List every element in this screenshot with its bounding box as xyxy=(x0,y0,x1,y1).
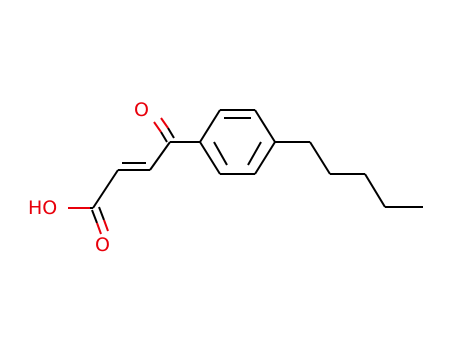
bond-c4-o-b-red xyxy=(160,117,169,129)
bond-c4-o-a xyxy=(160,131,168,143)
ring-bond-6 xyxy=(199,141,221,175)
ring-bond-3 xyxy=(254,109,276,143)
ring-inner-bond-3 xyxy=(213,141,228,166)
bond-c1-o-double-a xyxy=(91,209,98,224)
ring-inner-bond-2 xyxy=(247,141,262,166)
bond-c4-o-a-red xyxy=(153,121,162,133)
bond-c1-o-double-b-red xyxy=(103,219,109,232)
bond-c1-c2 xyxy=(92,169,119,209)
hydroxyl-label: HO xyxy=(28,197,57,219)
acid-carbonyl-oxygen-label: O xyxy=(95,234,110,256)
bond-c4-o-b xyxy=(167,127,175,139)
bond-c3-c4 xyxy=(149,141,171,171)
bond-c1-o-double-b xyxy=(98,206,105,221)
chain-bond-4 xyxy=(364,173,386,208)
chain-bond-2 xyxy=(309,141,331,175)
ring-bond-1 xyxy=(199,109,221,143)
ketone-oxygen-label: O xyxy=(134,99,149,121)
ring-bond-4 xyxy=(254,141,276,175)
bond-c1-o-double-a-red xyxy=(96,222,102,235)
